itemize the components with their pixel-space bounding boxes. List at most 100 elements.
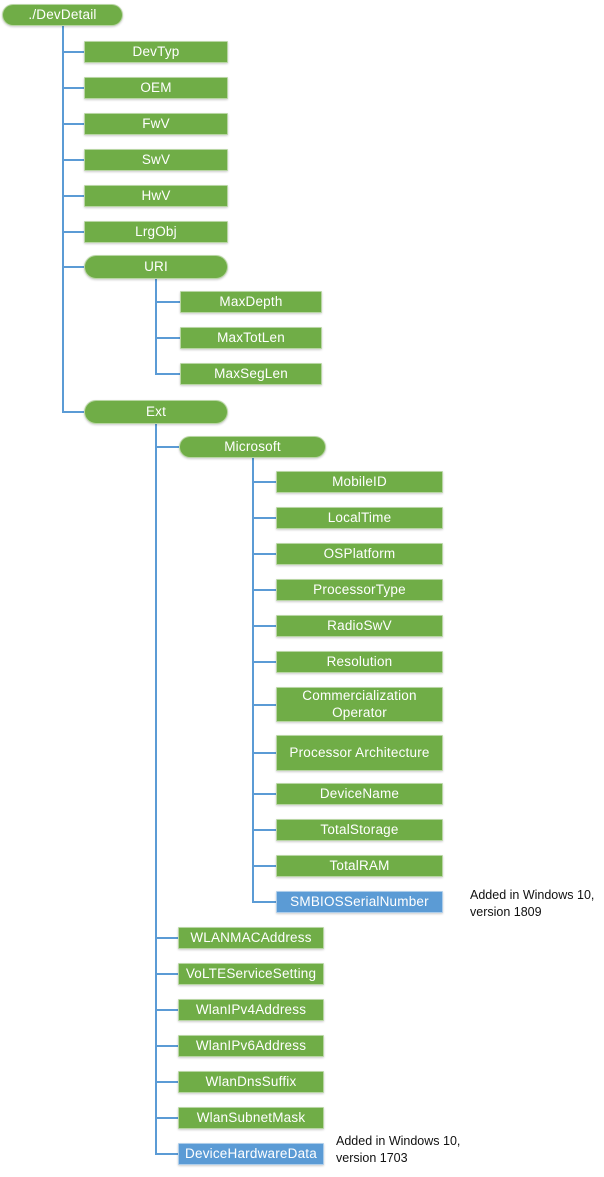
node-maxdepth: MaxDepth: [180, 291, 322, 313]
node-uri: URI: [84, 255, 228, 279]
node-totalstorage: TotalStorage: [276, 819, 443, 841]
connector-line: [155, 937, 178, 939]
connector-line: [252, 752, 276, 754]
node-label: MaxDepth: [219, 293, 283, 309]
node-label: URI: [144, 258, 168, 274]
node-label: WLANMACAddress: [190, 929, 312, 945]
node-devicename: DeviceName: [276, 783, 443, 805]
node-devicehardwaredata: DeviceHardwareData: [178, 1143, 324, 1165]
node-osplatform: OSPlatform: [276, 543, 443, 565]
node-label: RadioSwV: [327, 617, 392, 633]
node-ext: Ext: [84, 400, 228, 424]
connector-line: [62, 123, 84, 125]
node-lrgobj: LrgObj: [84, 221, 228, 243]
connector-line: [155, 1117, 178, 1119]
node-mobileid: MobileID: [276, 471, 443, 493]
connector-line: [252, 865, 276, 867]
node-wlanmacaddress: WLANMACAddress: [178, 927, 324, 949]
node-processortype: ProcessorType: [276, 579, 443, 601]
connector-line: [252, 481, 276, 483]
connector-line: [62, 411, 84, 413]
connector-line: [62, 195, 84, 197]
node-localtime: LocalTime: [276, 507, 443, 529]
node-label: ./DevDetail: [28, 6, 97, 22]
connector-line: [252, 661, 276, 663]
node-totalram: TotalRAM: [276, 855, 443, 877]
node-label: Processor Architecture: [289, 744, 430, 760]
connector-line: [252, 553, 276, 555]
node-resolution: Resolution: [276, 651, 443, 673]
node-oem: OEM: [84, 77, 228, 99]
node-label: ProcessorType: [313, 581, 406, 597]
node-label: DeviceHardwareData: [185, 1145, 317, 1161]
connector-line: [62, 87, 84, 89]
connector-line: [155, 973, 178, 975]
connector-line: [155, 1009, 178, 1011]
connector-line: [252, 517, 276, 519]
node-maxtotlen: MaxTotLen: [180, 327, 322, 349]
connector-line: [155, 1045, 178, 1047]
node-processor-architecture: Processor Architecture: [276, 735, 443, 771]
node-label: MaxSegLen: [214, 365, 288, 381]
node-label: MobileID: [332, 473, 387, 489]
annotation-windows10-1703: Added in Windows 10, version 1703: [336, 1134, 461, 1165]
node-devtyp: DevTyp: [84, 41, 228, 63]
node-fwv: FwV: [84, 113, 228, 135]
node-label: WlanDnsSuffix: [205, 1073, 297, 1089]
connector-line: [62, 26, 64, 413]
node-wlandnssuffix: WlanDnsSuffix: [178, 1071, 324, 1093]
connector-line: [155, 279, 157, 375]
connector-line: [155, 1081, 178, 1083]
node-label: MaxTotLen: [217, 329, 285, 345]
connector-line: [252, 625, 276, 627]
connector-line: [155, 446, 179, 448]
node-commercialization-operator: Commercialization Operator: [276, 687, 443, 722]
node-label: DevTyp: [132, 43, 180, 59]
node-label: OEM: [140, 79, 172, 95]
connector-line: [155, 373, 180, 375]
connector-line: [252, 793, 276, 795]
node-maxseglen: MaxSegLen: [180, 363, 322, 385]
connector-line: [252, 901, 276, 903]
connector-line: [252, 704, 276, 706]
node-label: FwV: [142, 115, 170, 131]
node-label: SMBIOSSerialNumber: [290, 893, 429, 909]
node-hwv: HwV: [84, 185, 228, 207]
node-wlanipv4address: WlanIPv4Address: [178, 999, 324, 1021]
node-swv: SwV: [84, 149, 228, 171]
node-label: LrgObj: [135, 223, 177, 239]
node-label: LocalTime: [327, 509, 392, 525]
node-label: Ext: [145, 403, 167, 419]
node-label: TotalRAM: [329, 857, 390, 873]
connector-line: [252, 829, 276, 831]
connector-line: [155, 1153, 178, 1155]
node-label: VoLTEServiceSetting: [185, 965, 317, 981]
node-label: SwV: [141, 151, 171, 167]
node-label: HwV: [141, 187, 171, 203]
node-label: Resolution: [326, 653, 393, 669]
node-smbiosserialnumber: SMBIOSSerialNumber: [276, 891, 443, 913]
node-label: WlanIPv4Address: [195, 1001, 307, 1017]
annotation-windows10-1809: Added in Windows 10, version 1809: [470, 888, 595, 919]
node-label: Commercialization Operator: [302, 688, 417, 720]
connector-line: [62, 266, 84, 268]
node-label: TotalStorage: [320, 821, 399, 837]
connector-line: [155, 424, 157, 1155]
connector-line: [155, 337, 180, 339]
connector-line: [62, 51, 84, 53]
node-label: WlanSubnetMask: [196, 1109, 306, 1125]
node-wlansubnetmask: WlanSubnetMask: [178, 1107, 324, 1129]
connector-line: [252, 458, 254, 903]
node-devdetail: ./DevDetail: [2, 4, 123, 26]
node-label: OSPlatform: [323, 545, 396, 561]
node-label: Microsoft: [224, 438, 281, 454]
connector-line: [62, 231, 84, 233]
node-microsoft: Microsoft: [179, 436, 326, 458]
node-radioswv: RadioSwV: [276, 615, 443, 637]
node-label: WlanIPv6Address: [195, 1037, 307, 1053]
node-label: DeviceName: [319, 785, 400, 801]
node-voltservicesetting: VoLTEServiceSetting: [178, 963, 324, 985]
connector-line: [252, 589, 276, 591]
connector-line: [62, 159, 84, 161]
